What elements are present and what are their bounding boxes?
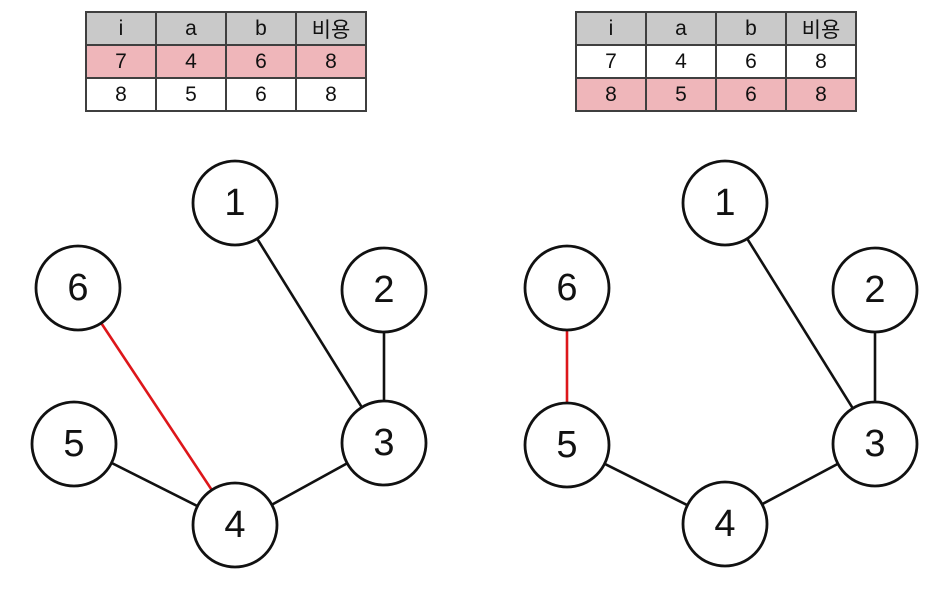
left-table: i a b 비용 7 4 6 8 8 5 6 8 [85,11,367,112]
graph-edge-6-4 [76,287,237,526]
cell: 6 [225,44,297,79]
graph-node-5 [523,401,611,489]
right-table: i a b 비용 7 4 6 8 8 5 6 8 [575,11,857,112]
node-label-2: 2 [373,269,394,311]
cell: 8 [575,77,647,112]
node-label-4: 4 [714,503,735,545]
node-label-4: 4 [224,504,245,546]
node-label-5: 5 [556,424,577,466]
cell: 4 [645,44,717,79]
node-label-1: 1 [224,182,245,224]
col-header-cost: 비용 [785,11,857,46]
graph-node-4 [191,481,279,569]
left-graph: 1 2 3 4 5 6 [30,159,428,569]
col-header-b: b [715,11,787,46]
col-header-b: b [225,11,297,46]
table-row: 8 5 6 8 [575,77,857,112]
cell: 6 [715,77,787,112]
cell: 8 [785,77,857,112]
cell: 6 [225,77,297,112]
cell: 5 [645,77,717,112]
node-label-6: 6 [67,267,88,309]
table-row: 7 4 6 8 [85,44,367,79]
cell: 7 [575,44,647,79]
col-header-a: a [155,11,227,46]
table-header-row: i a b 비용 [575,11,857,46]
graph-node-3 [831,400,919,488]
node-label-2: 2 [864,269,885,311]
col-header-i: i [85,11,157,46]
cell: 8 [785,44,857,79]
table-header-row: i a b 비용 [85,11,367,46]
col-header-a: a [645,11,717,46]
table-row: 7 4 6 8 [575,44,857,79]
graph-node-4 [681,480,769,568]
graph-node-1 [191,159,279,247]
cell: 8 [295,77,367,112]
cell: 6 [715,44,787,79]
cell: 7 [85,44,157,79]
graph-node-1 [681,159,769,247]
cell: 8 [85,77,157,112]
right-graph: 1 2 3 4 5 6 [523,159,919,568]
graph-edge-1-3 [723,202,877,445]
graph-node-5 [30,400,118,488]
graph-edge-1-3 [233,202,386,444]
graph-node-3 [340,399,428,487]
cell: 4 [155,44,227,79]
node-label-1: 1 [714,182,735,224]
col-header-i: i [575,11,647,46]
graph-node-2 [831,246,919,334]
graph-node-6 [34,244,122,332]
graph-node-2 [340,246,428,334]
node-label-6: 6 [556,267,577,309]
node-label-3: 3 [864,423,885,465]
node-label-5: 5 [63,423,84,465]
graph-node-6 [523,244,611,332]
node-label-3: 3 [373,422,394,464]
cell: 5 [155,77,227,112]
cell: 8 [295,44,367,79]
table-row: 8 5 6 8 [85,77,367,112]
col-header-cost: 비용 [295,11,367,46]
